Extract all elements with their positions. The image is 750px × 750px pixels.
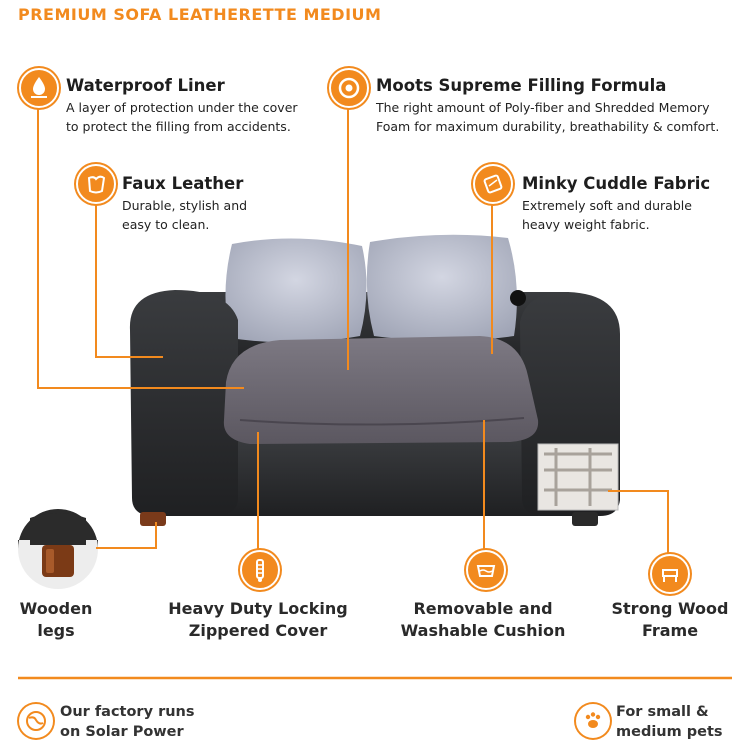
waterproof-desc-line2: to protect the filling from accidents.	[66, 119, 291, 134]
leather-desc-line1: Durable, stylish and	[122, 198, 248, 213]
waterproof-title: Waterproof Liner	[66, 76, 225, 95]
solar-text: Our factory runs on Solar Power	[60, 702, 195, 742]
minky-title: Minky Cuddle Fabric	[522, 174, 711, 193]
target-icon	[329, 68, 369, 108]
zipper-label: Heavy Duty Locking Zippered Cover	[158, 598, 358, 642]
water-drop-icon	[19, 68, 59, 108]
sofa-leg	[140, 512, 166, 526]
pets-line1: For small &	[616, 704, 709, 720]
right-pillow	[366, 234, 517, 341]
sofa-cushion	[223, 336, 539, 444]
wooden-legs-line2: legs	[37, 621, 75, 640]
leather-icon	[76, 164, 116, 204]
wooden-legs-label: Wooden legs	[0, 598, 112, 642]
solar-line2: on Solar Power	[60, 724, 184, 740]
left-pillow	[225, 238, 367, 343]
zipper-line2: Zippered Cover	[188, 621, 328, 640]
minky-desc-line2: heavy weight fabric.	[522, 217, 650, 232]
washable-line2: Washable Cushion	[400, 621, 566, 640]
pets-line2: medium pets	[616, 724, 723, 740]
chair-icon	[650, 554, 690, 594]
filling-desc-line2: Foam for maximum durability, breathabili…	[376, 119, 720, 134]
zipper-line1: Heavy Duty Locking	[168, 599, 348, 618]
washable-line1: Removable and	[413, 599, 553, 618]
frame-label: Strong Wood Frame	[602, 598, 738, 642]
pets-text: For small & medium pets	[616, 702, 723, 742]
wash-icon	[466, 550, 506, 590]
frame-line1: Strong Wood	[611, 599, 729, 618]
frame-line2: Frame	[641, 621, 699, 640]
filling-desc: The right amount of Poly-fiber and Shred…	[376, 98, 719, 136]
paw-icon	[576, 704, 610, 738]
solar-globe-icon	[19, 704, 53, 738]
page-title: PREMIUM SOFA LEATHERETTE MEDIUM	[18, 5, 382, 24]
washable-label: Removable and Washable Cushion	[388, 598, 578, 642]
leather-desc: Durable, stylish and easy to clean.	[122, 196, 247, 234]
sofa-left-arm	[129, 290, 238, 516]
zipper-icon	[240, 550, 280, 590]
leather-title: Faux Leather	[122, 174, 244, 193]
waterproof-desc-line1: A layer of protection under the cover	[66, 100, 298, 115]
filling-desc-line1: The right amount of Poly-fiber and Shred…	[376, 100, 710, 115]
waterproof-desc: A layer of protection under the cover to…	[66, 98, 298, 136]
solar-line1: Our factory runs	[60, 704, 195, 720]
minky-desc-line1: Extremely soft and durable	[522, 198, 692, 213]
wooden-legs-line1: Wooden	[19, 599, 93, 618]
leather-desc-line2: easy to clean.	[122, 217, 210, 232]
minky-desc: Extremely soft and durable heavy weight …	[522, 196, 692, 234]
sofa-base	[198, 436, 548, 516]
filling-title: Moots Supreme Filling Formula	[376, 76, 667, 95]
fabric-icon	[473, 164, 513, 204]
